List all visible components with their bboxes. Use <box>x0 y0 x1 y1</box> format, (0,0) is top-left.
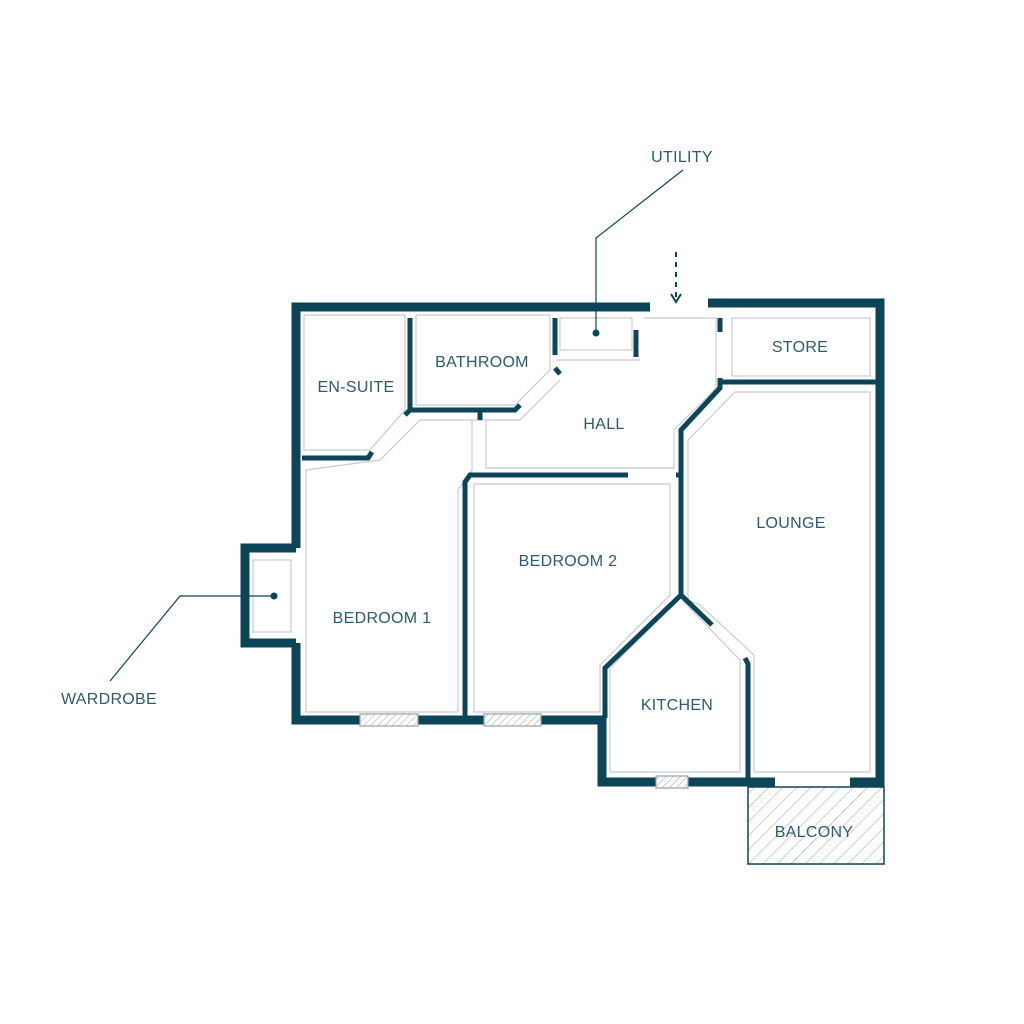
label-hall: HALL <box>583 416 624 433</box>
exterior-wall-kitchen-south <box>541 715 656 787</box>
interior-walls <box>302 318 880 782</box>
label-wardrobe: WARDROBE <box>61 691 157 708</box>
window-kitchen <box>655 775 689 789</box>
label-bedroom-2: BEDROOM 2 <box>519 553 618 570</box>
label-kitchen: KITCHEN <box>641 697 713 714</box>
wall-en-suite-south <box>302 450 375 461</box>
wall-bathroom-corner <box>553 366 562 376</box>
callout-lines <box>109 169 684 682</box>
utility-leader-dot <box>592 329 600 337</box>
balcony-area <box>747 786 885 865</box>
label-store: STORE <box>772 339 828 356</box>
room-labels: EN-SUITE BATHROOM HALL STORE LOUNGE BEDR… <box>61 149 853 841</box>
lounge-outline <box>687 391 871 773</box>
exterior-wall-north-west <box>291 302 650 548</box>
label-en-suite: EN-SUITE <box>317 379 394 396</box>
utility-leader-line <box>595 169 684 332</box>
wall-kitchen-north-east <box>679 593 714 627</box>
label-balcony: BALCONY <box>775 824 854 841</box>
wardrobe-leader-line <box>109 595 273 682</box>
bedroom-2-outline <box>473 483 671 713</box>
wall-bathroom-south <box>410 403 522 413</box>
windows <box>359 713 689 789</box>
wall-en-suite-east <box>403 318 413 417</box>
window-bedroom-1 <box>359 713 419 727</box>
store-outline <box>731 317 871 377</box>
bedroom-1-outline <box>305 379 561 713</box>
exterior-walls <box>240 298 885 787</box>
wall-kitchen-east <box>742 656 751 782</box>
label-utility: UTILITY <box>651 149 713 166</box>
wall-lounge-bedroom-2 <box>602 378 723 718</box>
en-suite-outline <box>303 314 406 451</box>
exterior-wall-east <box>708 298 885 787</box>
label-bathroom: BATHROOM <box>435 354 529 371</box>
bathroom-outline <box>415 314 551 406</box>
label-bedroom-1: BEDROOM 1 <box>333 610 432 627</box>
exterior-wall-south-west <box>291 643 360 725</box>
wardrobe-leader-dot <box>270 592 278 600</box>
window-bedroom-2 <box>483 713 542 727</box>
dashed-down-arrow-icon <box>670 252 682 304</box>
hall-outline <box>485 317 717 469</box>
label-lounge: LOUNGE <box>756 515 825 532</box>
wall-bedroom-2-north-west <box>462 472 628 718</box>
